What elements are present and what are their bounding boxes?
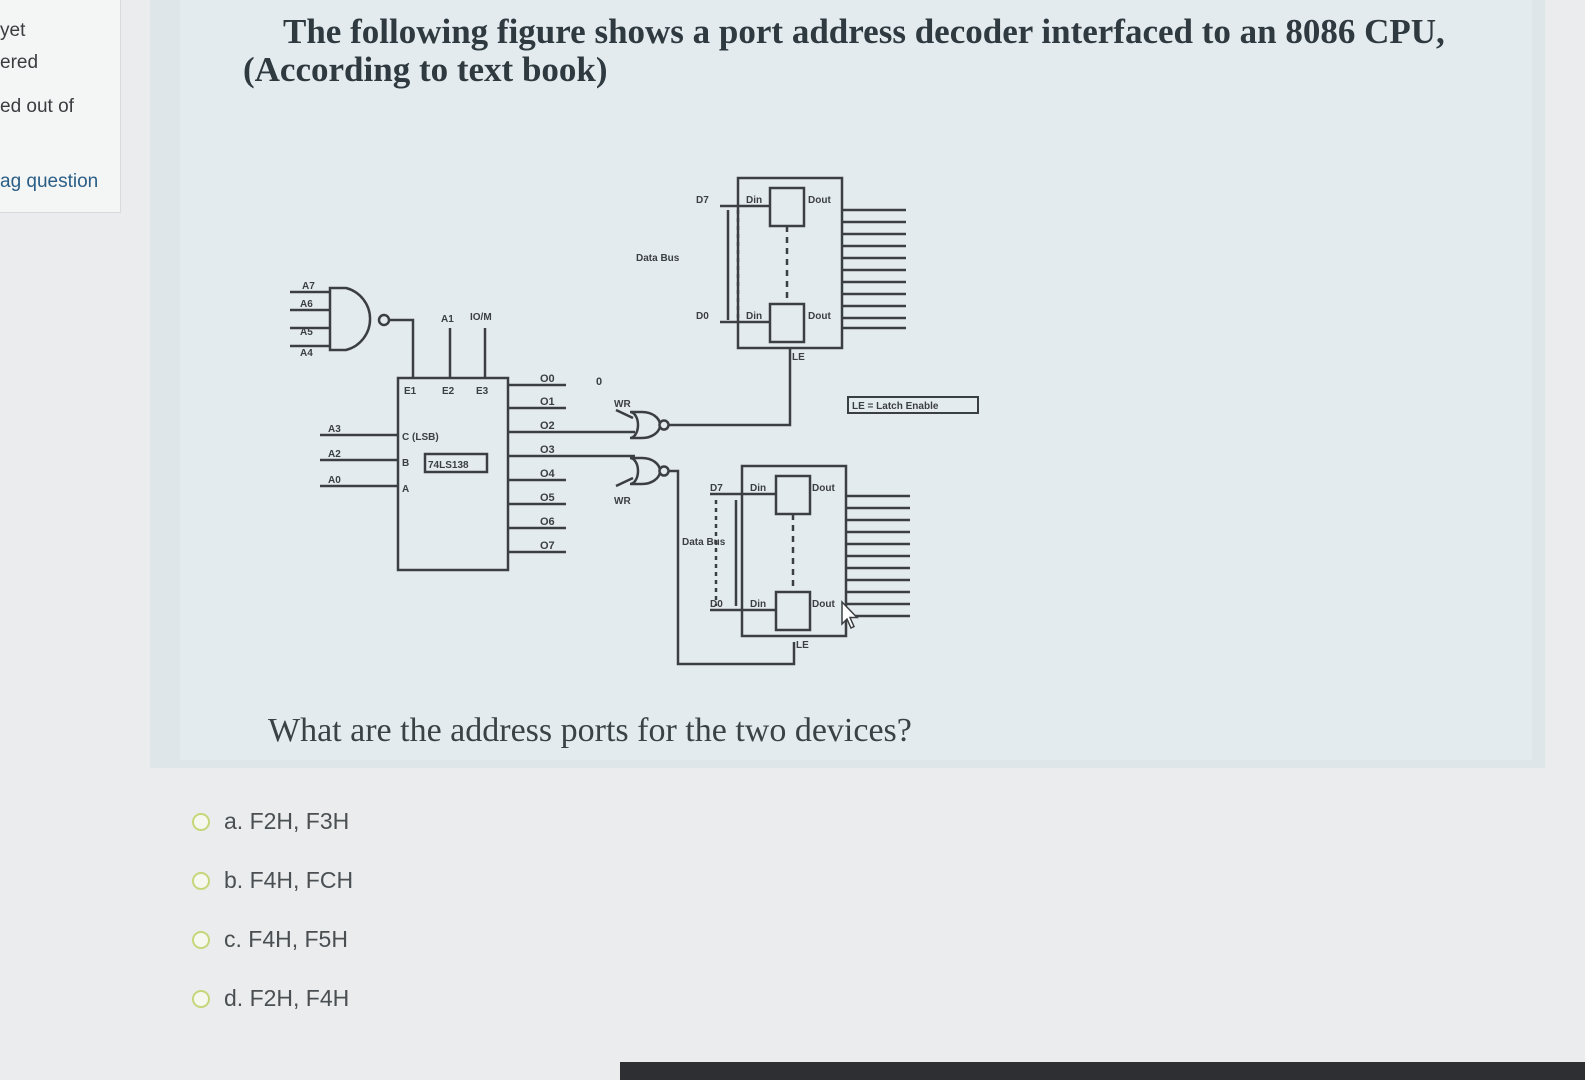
select-pin-a: A: [402, 484, 409, 495]
data-bus-label-bottom: Data Bus: [682, 537, 726, 548]
enable-label-e1: E1: [404, 386, 417, 397]
question-info-panel: yet ered ed out of ag question: [0, 0, 121, 213]
input-label-a4: A4: [300, 348, 313, 359]
output-label-o3: O3: [540, 444, 555, 456]
answer-option-c[interactable]: c. F4H, F5H: [192, 926, 348, 953]
output-label-o6: O6: [540, 516, 555, 528]
input-label-a0: A0: [328, 475, 341, 486]
answer-option-label: d. F2H, F4H: [224, 985, 350, 1011]
radio-button-icon[interactable]: [192, 871, 210, 890]
dout-label-bottom-2: Dout: [812, 599, 835, 610]
input-label-a7: A7: [302, 281, 315, 292]
radio-button-icon[interactable]: [192, 989, 210, 1008]
output-label-o0: O0: [540, 373, 555, 385]
latch-enable-legend: LE = Latch Enable: [852, 401, 939, 412]
flag-question-link[interactable]: ag question: [0, 171, 99, 192]
wr-label-top: WR: [614, 399, 631, 410]
din-label-bottom-2: Din: [750, 599, 766, 610]
select-pin-c: C (LSB): [402, 432, 439, 443]
din-label-top-1: Din: [746, 195, 762, 206]
output-label-o5: O5: [540, 492, 555, 504]
question-subtitle: (According to text book): [243, 50, 608, 89]
select-pin-b: B: [402, 458, 409, 469]
answer-option-b[interactable]: b. F4H, FCH: [192, 867, 353, 894]
mouse-cursor-icon: [841, 600, 859, 630]
monitor-edge: [620, 1062, 1585, 1080]
answer-option-a[interactable]: a. F2H, F3H: [192, 808, 349, 835]
input-label-a3: A3: [328, 424, 341, 435]
status-text-answered: ered: [0, 52, 39, 73]
output-label-o2: O2: [540, 420, 555, 432]
enable-label-e2: E2: [442, 386, 455, 397]
radio-button-icon[interactable]: [192, 812, 210, 831]
question-prompt: What are the address ports for the two d…: [268, 712, 912, 749]
radio-button-icon[interactable]: [192, 930, 210, 949]
question-title: The following figure shows a port addres…: [283, 12, 1445, 51]
din-label-top-2: Din: [746, 311, 762, 322]
d7-label-bottom: D7: [710, 483, 723, 494]
decoder-circuit-diagram: A7 A6 A5 A4 E1 E2 E3 A1 IO/M A3 A2 A0 C …: [290, 176, 979, 666]
dout-label-top-1: Dout: [808, 195, 831, 206]
le-label-top: LE: [792, 352, 805, 363]
dout-label-bottom-1: Dout: [812, 483, 835, 494]
d7-label-top: D7: [696, 195, 709, 206]
answer-option-d[interactable]: d. F2H, F4H: [192, 985, 349, 1012]
chip-label: 74LS138: [428, 460, 469, 471]
le-label-bottom: LE: [796, 640, 809, 651]
status-text: yet: [0, 20, 26, 41]
marked-out-of-text: ed out of: [0, 96, 74, 117]
d0-label-top: D0: [696, 311, 709, 322]
din-label-bottom-1: Din: [750, 483, 766, 494]
input-label-a6: A6: [300, 299, 313, 310]
stray-zero-label: 0: [596, 376, 602, 388]
data-bus-label-top: Data Bus: [636, 253, 680, 264]
answer-option-label: a. F2H, F3H: [224, 808, 350, 834]
input-label-a1: A1: [441, 314, 454, 325]
wr-label-bottom: WR: [614, 496, 631, 507]
d0-label-bottom: D0: [710, 599, 723, 610]
enable-label-e3: E3: [476, 386, 489, 397]
output-label-o7: O7: [540, 540, 555, 552]
output-label-o4: O4: [540, 468, 556, 480]
answer-option-label: c. F4H, F5H: [224, 926, 348, 952]
output-label-o1: O1: [540, 396, 555, 408]
answer-option-label: b. F4H, FCH: [224, 867, 354, 893]
dout-label-top-2: Dout: [808, 311, 831, 322]
input-label-iom: IO/M: [470, 312, 492, 323]
input-label-a5: A5: [300, 327, 313, 338]
input-label-a2: A2: [328, 449, 341, 460]
